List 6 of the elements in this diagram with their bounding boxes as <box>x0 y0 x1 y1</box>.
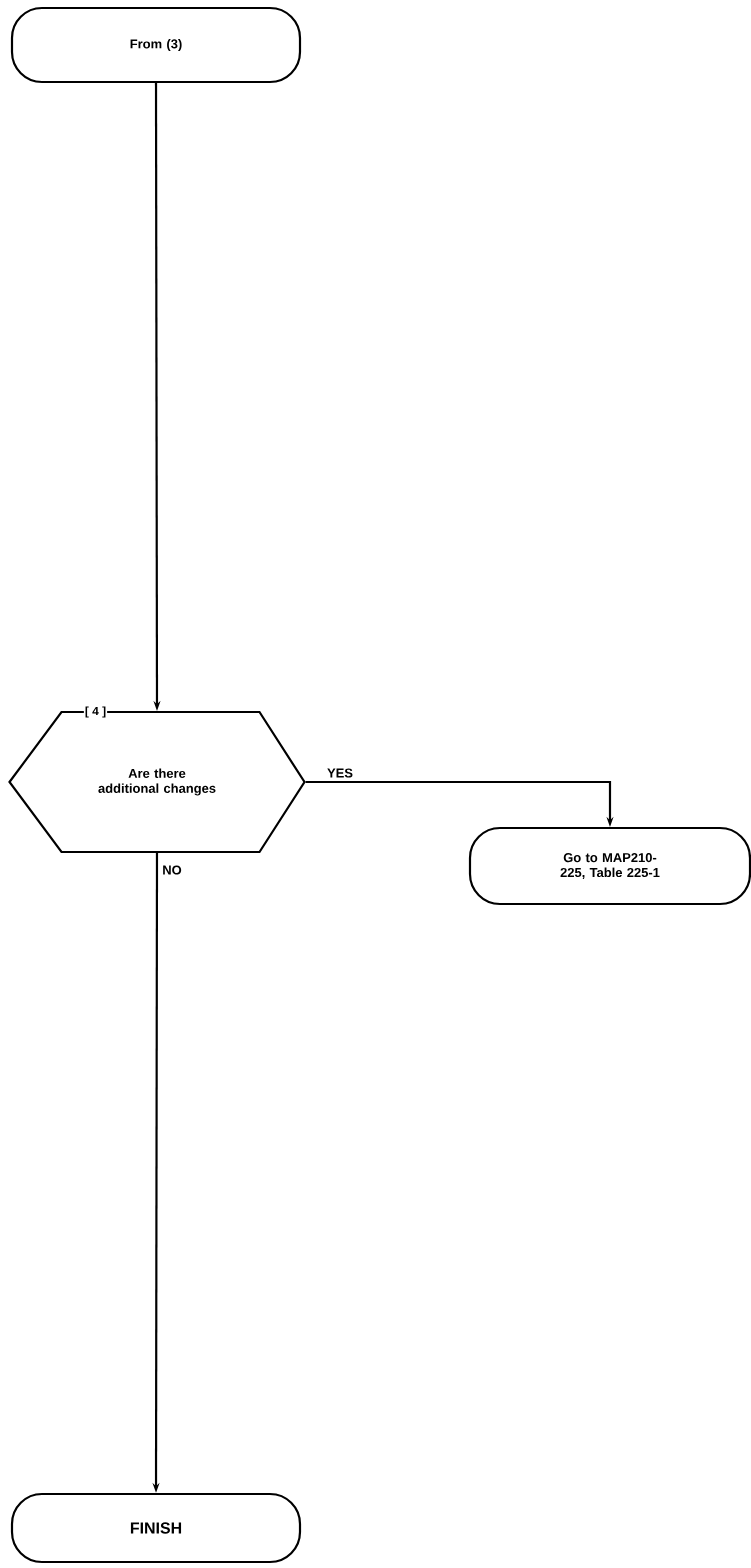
edge-label: YES <box>326 767 354 779</box>
terminal-box: Go to MAP210-225, Table 225-1 <box>468 826 751 906</box>
edge-label: NO <box>161 864 183 876</box>
terminal-box: FINISH <box>10 1492 302 1564</box>
terminal-box: From (3) <box>10 6 302 84</box>
step-number: [ 4 ] <box>83 705 108 719</box>
